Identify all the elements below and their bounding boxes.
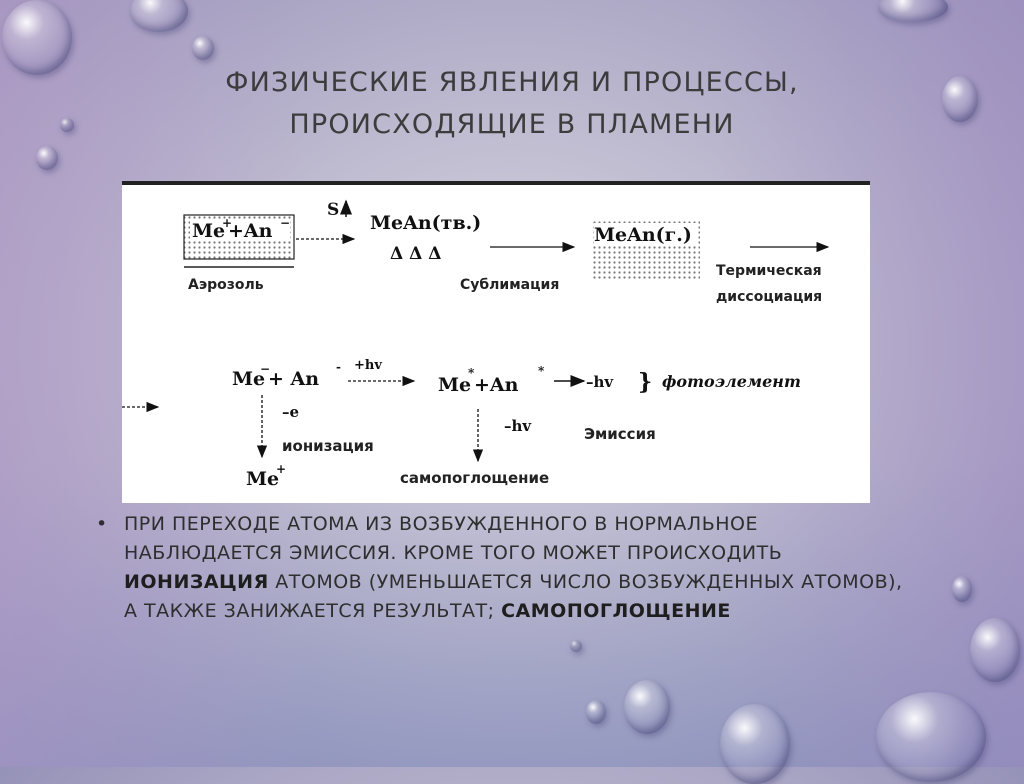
water-drop-decoration xyxy=(970,618,1020,682)
flame-process-diagram: Me + +An − Аэрозоль S MeAn(тв.) Δ Δ Δ Су… xyxy=(122,181,870,503)
water-drop-decoration xyxy=(624,680,670,734)
water-drop-decoration xyxy=(952,576,972,602)
mean-solid: MeAn(тв.) xyxy=(370,212,481,234)
an-sup: - xyxy=(336,360,341,374)
water-drop-decoration xyxy=(720,704,790,784)
aerosol-label: Аэрозоль xyxy=(188,277,264,293)
minus-e: –e xyxy=(282,403,299,421)
aerosol-formula-an: +An xyxy=(228,220,273,242)
water-drop-decoration xyxy=(570,640,582,652)
self-absorption-label: самопоглощение xyxy=(400,469,549,487)
emission-label: Эмиссия xyxy=(584,425,656,443)
bullet-text-part2: АТОМОВ (УМЕНЬШАЕТСЯ ЧИСЛО ВОЗБУЖДЕННЫХ А… xyxy=(124,571,903,622)
me-an-an: + An xyxy=(268,368,319,390)
water-drop-decoration xyxy=(36,146,58,170)
thermal-line-2: диссоциация xyxy=(716,289,822,305)
ionization-label: ионизация xyxy=(282,437,374,455)
water-drop-decoration xyxy=(60,118,74,132)
aerosol-formula-sup2: − xyxy=(280,216,290,230)
minus-hv-right: –hv xyxy=(586,373,614,391)
title-line-2: ПРОИСХОДЯЩИЕ В ПЛАМЕНИ xyxy=(289,109,735,140)
water-drop-decoration xyxy=(876,692,986,782)
me-plus: Me xyxy=(246,468,279,490)
me-sup: − xyxy=(260,362,270,376)
water-drop-decoration xyxy=(192,36,214,60)
bullet-marker: • xyxy=(96,513,108,535)
diagram-canvas: Me + +An − Аэрозоль S MeAn(тв.) Δ Δ Δ Су… xyxy=(122,199,830,490)
slide-title: ФИЗИЧЕСКИЕ ЯВЛЕНИЯ И ПРОЦЕССЫ, ПРОИСХОДЯ… xyxy=(0,62,1024,146)
mean-gas: MeAn(г.) xyxy=(594,224,692,246)
brace: } xyxy=(638,369,652,395)
water-drop-decoration xyxy=(942,76,978,122)
plus-hv: +hv xyxy=(354,358,382,373)
sublimation-label: Сублимация xyxy=(460,277,559,293)
photoelement: фотоэлемент xyxy=(662,372,801,391)
aerosol-formula-bg xyxy=(190,219,290,241)
bullet-text-part1: ПРИ ПЕРЕХОДЕ АТОМА ИЗ ВОЗБУЖДЕННОГО В НО… xyxy=(124,513,783,564)
water-drop-decoration xyxy=(878,0,948,22)
minus-hv-down: –hv xyxy=(504,417,532,435)
gas-formula-bg xyxy=(594,223,698,245)
bullet-text: ПРИ ПЕРЕХОДЕ АТОМА ИЗ ВОЗБУЖДЕННОГО В НО… xyxy=(124,510,916,626)
s-label: S xyxy=(327,200,339,220)
aerosol-formula-sup1: + xyxy=(222,216,232,230)
aerosol-formula-me: Me xyxy=(192,220,225,242)
excited-sup1: * xyxy=(468,366,475,380)
excited-me: Me xyxy=(438,374,471,396)
bullet-paragraph: • ПРИ ПЕРЕХОДЕ АТОМА ИЗ ВОЗБУЖДЕННОГО В … xyxy=(96,510,916,626)
thermal-line-1: Термическая xyxy=(716,263,822,279)
bullet-bold-ionization: ИОНИЗАЦИЯ xyxy=(124,571,269,593)
title-line-1: ФИЗИЧЕСКИЕ ЯВЛЕНИЯ И ПРОЦЕССЫ, xyxy=(225,67,799,98)
excited-an: +An xyxy=(474,374,519,396)
water-drop-decoration xyxy=(2,0,72,75)
triangles: Δ Δ Δ xyxy=(390,244,441,264)
water-drop-decoration xyxy=(586,700,606,724)
me-an-me: Me xyxy=(232,368,265,390)
me-plus-sup: + xyxy=(276,462,286,476)
excited-sup2: * xyxy=(538,364,545,378)
bullet-bold-self-absorption: САМОПОГЛОЩЕНИЕ xyxy=(501,600,731,622)
